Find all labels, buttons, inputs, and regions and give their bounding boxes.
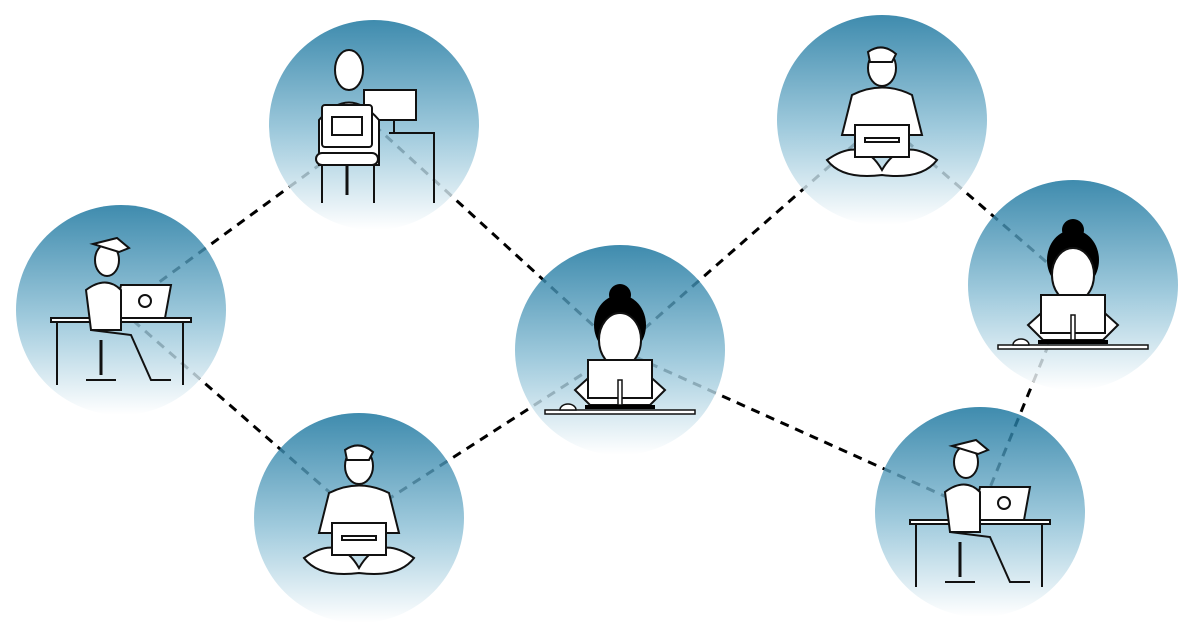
person-node-back-at-monitor <box>269 20 479 230</box>
person-figure-icon <box>302 444 416 575</box>
person-figure-icon <box>825 46 939 177</box>
person-figure-icon <box>50 236 192 385</box>
person-node-crosslegged-laptop <box>254 413 464 623</box>
person-node-front-monitor-bun <box>515 245 725 455</box>
person-figure-icon <box>315 49 435 203</box>
person-node-crosslegged-laptop <box>777 15 987 225</box>
person-node-desk-laptop <box>16 205 226 415</box>
person-node-desk-laptop <box>875 407 1085 617</box>
person-figure-icon <box>997 219 1149 350</box>
person-figure-icon <box>909 438 1051 587</box>
nodes <box>16 15 1178 623</box>
person-node-front-monitor-bun <box>968 180 1178 390</box>
person-figure-icon <box>544 284 696 415</box>
